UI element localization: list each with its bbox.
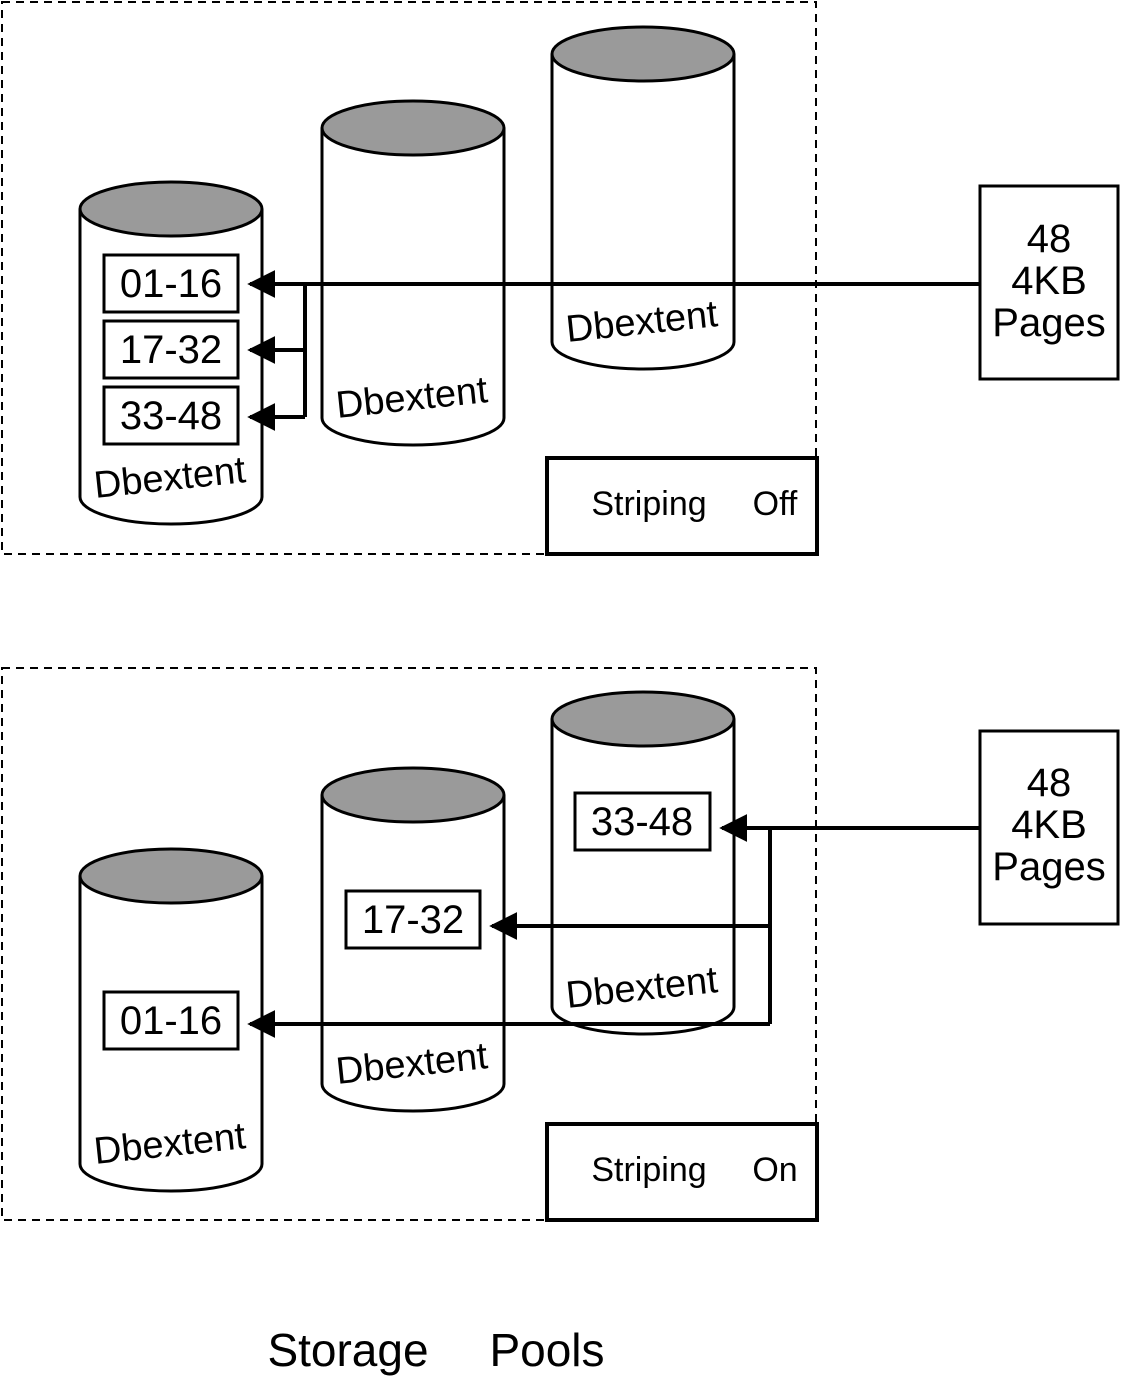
page-block [102, 253, 240, 314]
page-block [573, 791, 712, 852]
page-block-label: 33-48 [120, 394, 222, 438]
page-block-label: 17-32 [362, 898, 464, 942]
page-block [102, 319, 240, 380]
dbextent-cylinder: Dbextent 01-16 [78, 847, 264, 1193]
page-block [102, 385, 240, 446]
page-block-label: 17-32 [120, 328, 222, 372]
page-block-label: 01-16 [120, 262, 222, 306]
striping-label: Striping [591, 1151, 706, 1189]
source-unit: Pages [992, 845, 1105, 889]
source-pages-box [978, 184, 1120, 381]
striping-state: On [752, 1151, 797, 1189]
striping-mode-box [545, 456, 819, 556]
panel-striping-on: Dbextent 33-48 Dbextent 17-32 Dbextent 0… [1, 667, 1120, 1222]
source-count: 48 [1027, 761, 1072, 805]
source-pages-box [978, 729, 1120, 926]
page-block [102, 990, 240, 1051]
source-count: 48 [1027, 217, 1072, 261]
write-arrows [247, 814, 980, 1038]
dbextent-cylinder: Dbextent 01-16 17-32 33-48 [78, 180, 264, 526]
dbextent-cylinder: Dbextent [320, 99, 506, 447]
diagram-title-word-2: Pools [489, 1324, 604, 1376]
panel-striping-off: Dbextent Dbextent Dbextent 01-16 17-32 3… [1, 1, 1120, 556]
write-arrows [247, 270, 980, 431]
dbextent-cylinder: Dbextent 33-48 [550, 690, 736, 1036]
dbextent-cylinder: Dbextent [550, 25, 736, 371]
striping-mode-box [545, 1122, 819, 1222]
striping-label: Striping [591, 485, 706, 523]
source-unit: Pages [992, 301, 1105, 345]
page-block-label: 33-48 [591, 800, 693, 844]
page-block-label: 01-16 [120, 999, 222, 1043]
page-block [344, 889, 482, 950]
diagram-title-word-1: Storage [267, 1324, 428, 1376]
source-size: 4KB [1011, 259, 1087, 303]
storage-pool-boundary [1, 667, 817, 1221]
storage-pool-boundary [1, 1, 817, 555]
source-size: 4KB [1011, 803, 1087, 847]
striping-state: Off [753, 485, 798, 523]
dbextent-cylinder: Dbextent 17-32 [320, 766, 506, 1113]
